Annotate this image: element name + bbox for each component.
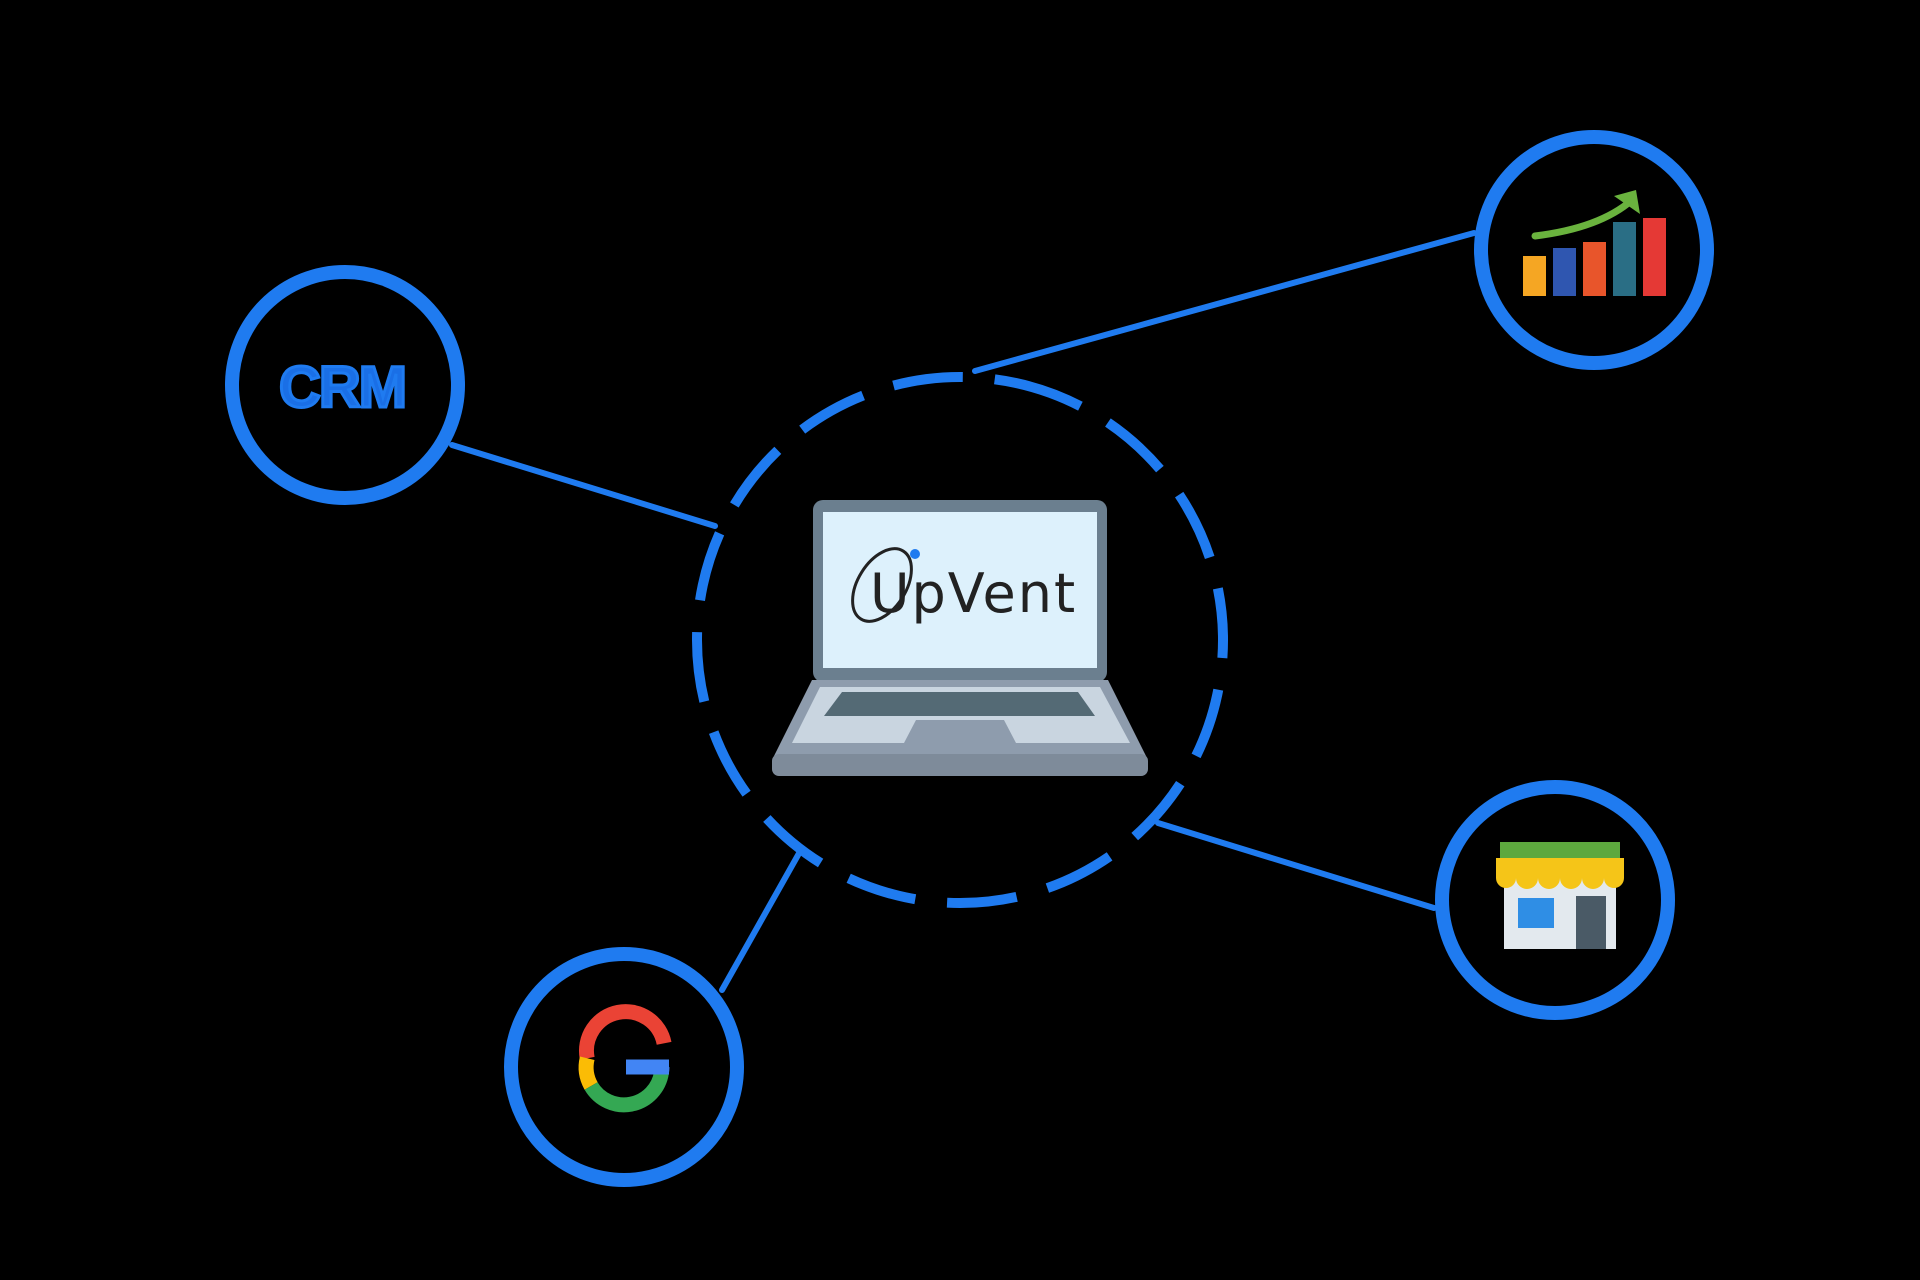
crm-label: CRM [279,355,405,420]
connector-google [719,845,805,993]
google-g-icon [578,1004,672,1113]
google-g-green [584,1070,669,1113]
connector-store [1155,820,1437,911]
node-store [1435,780,1675,1020]
laptop-touchpad [904,720,1016,743]
hub-label: UpVent [870,562,1077,625]
store-awning [1496,858,1624,889]
store-window [1518,898,1554,928]
store-door [1576,896,1606,949]
bar-2 [1553,248,1576,296]
growth-arrow-head [1614,190,1640,214]
node-google [504,947,744,1187]
node-crm: CRM [225,265,465,505]
logo-dot [910,549,920,559]
upvent-logo: UpVent [851,547,1077,625]
hub-dashed-ring [692,372,1228,908]
connector-crm [449,442,718,529]
bar-5 [1643,218,1666,296]
laptop-icon: UpVent [772,500,1148,776]
node-analytics [1474,130,1714,370]
laptop-screen [823,512,1097,668]
bar-3 [1583,242,1606,296]
bar-chart-growth-icon [1523,190,1666,296]
node-ring-crm [225,265,465,505]
google-g-yellow [578,1056,598,1090]
laptop-bottom-edge [772,754,1148,776]
connectors [449,230,1477,993]
bar-1 [1523,256,1546,296]
bar-4 [1613,222,1636,296]
storefront-icon [1496,842,1624,949]
growth-arrow-curve [1531,196,1636,240]
store-awning-roof [1500,842,1620,858]
laptop-keyboard [824,692,1095,716]
logo-orbit [851,547,913,623]
google-g-red [579,1004,672,1060]
connector-analytics [972,230,1477,374]
node-ring-google [504,947,744,1187]
